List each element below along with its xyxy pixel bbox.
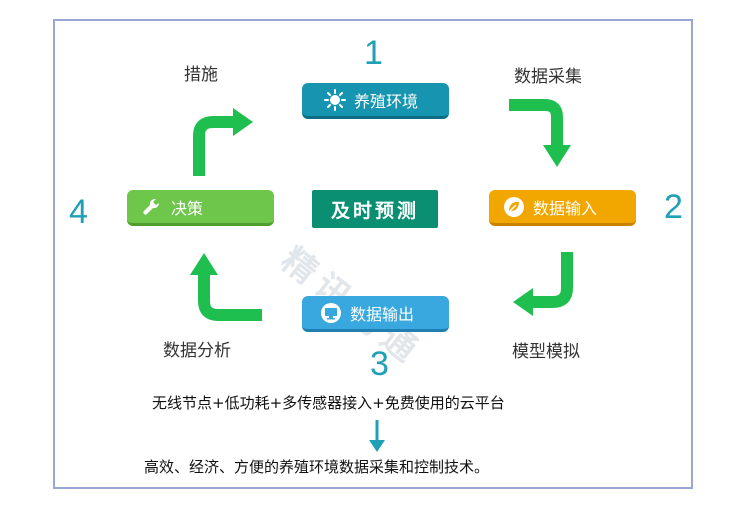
step-number-4: 4 <box>69 193 88 231</box>
label-measures: 措施 <box>184 65 218 85</box>
leaf-badge-icon <box>503 196 525 218</box>
computer-icon <box>320 302 342 324</box>
box-data-output: 数据输出 <box>302 296 449 332</box>
box-breeding-environment: 养殖环境 <box>302 83 449 119</box>
box-label: 数据输入 <box>533 198 598 218</box>
box-data-input: 数据输入 <box>489 190 636 226</box>
arrow-top-left <box>193 108 253 176</box>
arrow-bottom-left <box>190 253 262 321</box>
arrow-bottom-right <box>513 252 573 316</box>
label-model-simulation: 模型模拟 <box>512 342 580 362</box>
label-data-collection: 数据采集 <box>514 67 582 87</box>
sun-icon <box>324 88 346 111</box>
step-number-1: 1 <box>364 34 383 72</box>
box-label: 数据输出 <box>350 304 415 324</box>
label-data-analysis: 数据分析 <box>163 341 231 361</box>
step-number-3: 3 <box>370 345 389 383</box>
box-decision: 决策 <box>127 190 274 226</box>
summary-line-2: 高效、经济、方便的养殖环境数据采集和控制技术。 <box>144 458 490 476</box>
arrow-top-right <box>509 99 571 167</box>
down-arrow-icon <box>369 420 385 452</box>
box-label: 养殖环境 <box>354 91 419 111</box>
box-label: 决策 <box>171 198 204 218</box>
center-timely-prediction: 及时预测 <box>312 190 438 228</box>
wrench-icon <box>141 196 163 218</box>
summary-line-1: 无线节点+低功耗+多传感器接入+免费使用的云平台 <box>152 394 505 412</box>
step-number-2: 2 <box>664 188 683 226</box>
